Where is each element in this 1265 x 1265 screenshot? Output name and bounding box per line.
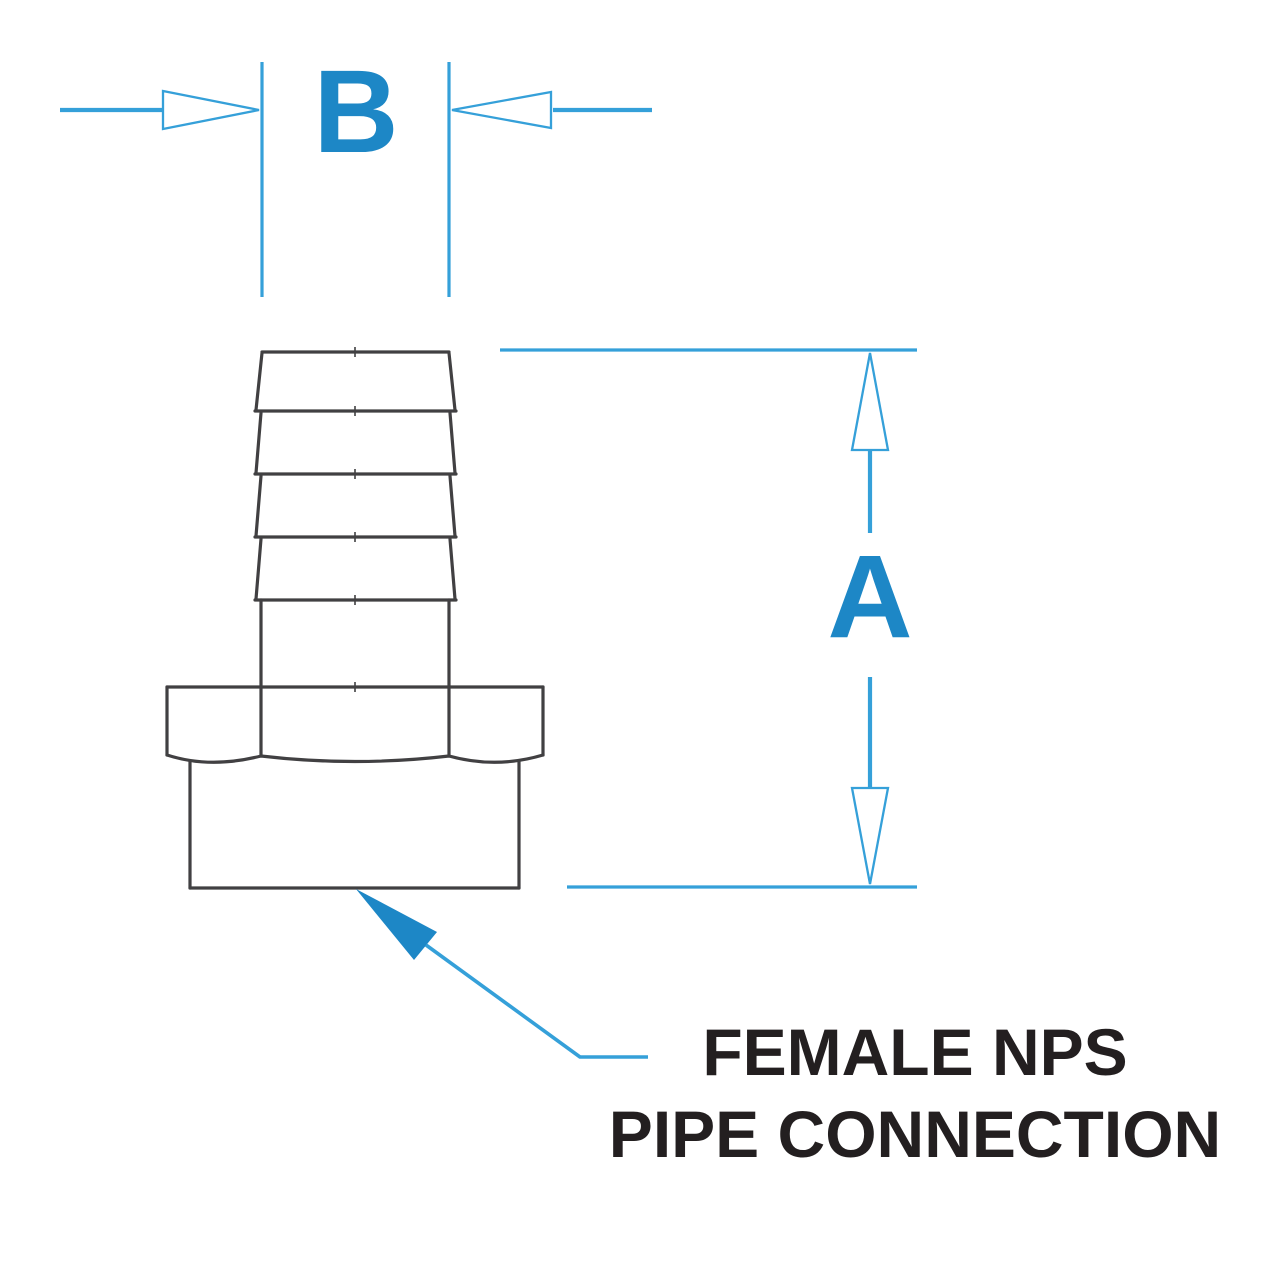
leader-arrowhead-icon bbox=[356, 889, 437, 960]
barb-right-tapers bbox=[447, 351, 457, 601]
dim-b-arrow-right-icon bbox=[451, 90, 553, 130]
fitting-outline bbox=[165, 347, 545, 890]
callout: FEMALE NPS PIPE CONNECTION bbox=[356, 889, 1221, 1171]
leader-line bbox=[424, 943, 648, 1059]
callout-line-1: FEMALE NPS bbox=[702, 1015, 1127, 1089]
dimension-b-label: B bbox=[313, 46, 398, 178]
hex-bottom-scallops bbox=[165, 753, 545, 764]
dimension-a-label: A bbox=[827, 531, 912, 663]
dimension-a: A bbox=[500, 348, 917, 889]
dim-a-arrow-down-icon bbox=[850, 786, 890, 885]
dimension-b: B bbox=[60, 46, 652, 297]
dim-a-arrow-up-icon bbox=[850, 352, 890, 452]
barb-left-tapers bbox=[254, 351, 264, 601]
dim-b-arrow-left-icon bbox=[161, 89, 260, 131]
callout-line-2: PIPE CONNECTION bbox=[609, 1097, 1221, 1171]
